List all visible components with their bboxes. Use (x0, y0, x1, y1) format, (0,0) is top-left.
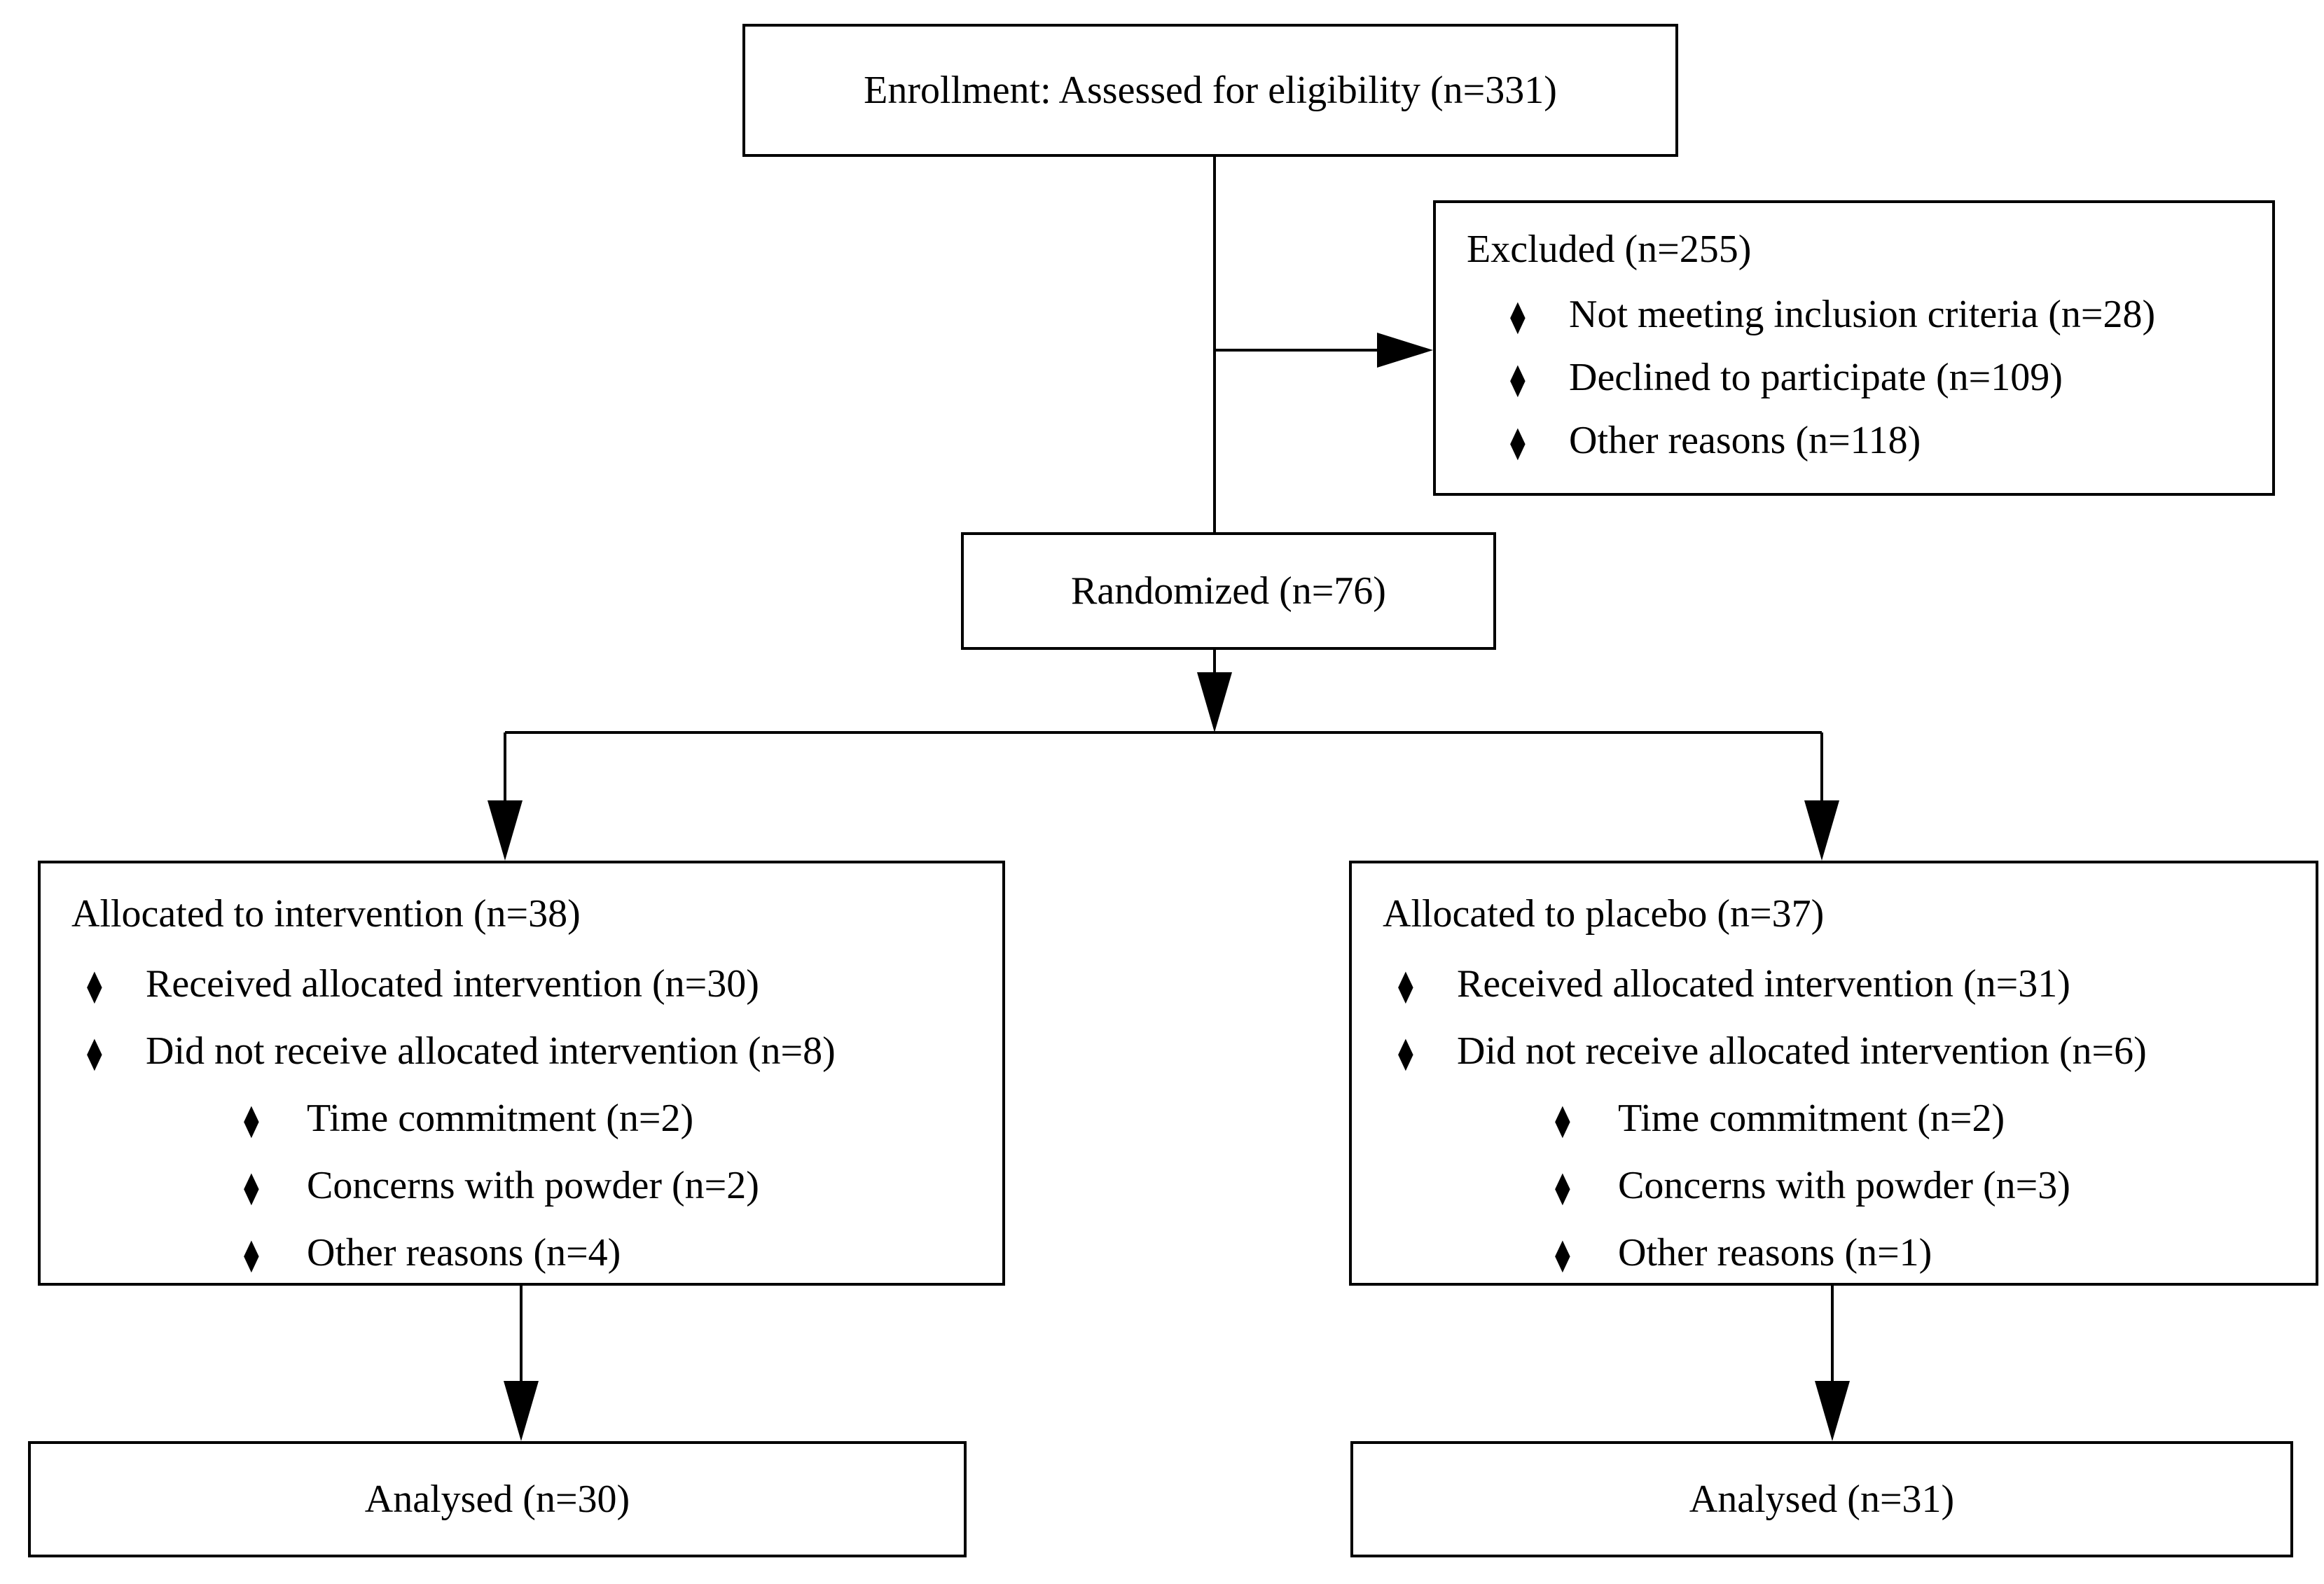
excluded-item: ⧫ Other reasons (n=118) (1467, 410, 2258, 473)
diamond-bullet-icon: ⧫ (1555, 1170, 1570, 1206)
diamond-bullet-icon: ⧫ (1510, 425, 1526, 461)
diamond-bullet-icon: ⧫ (87, 968, 102, 1004)
allocation-subitem-label: Other reasons (n=1) (1618, 1231, 1932, 1274)
allocation-subitem-label: Other reasons (n=4) (307, 1231, 621, 1274)
allocation-item: ⧫ Received allocated intervention (n=30) (41, 952, 991, 1019)
placebo-title: Allocated to placebo (n=37) (1383, 892, 1825, 936)
diamond-bullet-icon: ⧫ (244, 1237, 259, 1273)
excluded-item-label: Other reasons (n=118) (1569, 419, 1921, 462)
allocation-item-label: Received allocated intervention (n=31) (1457, 962, 2070, 1006)
allocation-subitem: ⧫ Concerns with powder (n=3) (1352, 1153, 2304, 1221)
enrollment-box: Enrollment: Assessed for eligibility (n=… (742, 24, 1678, 157)
excluded-box: Excluded (n=255) ⧫ Not meeting inclusion … (1433, 200, 2275, 496)
arrowhead-analysed-placebo-icon (1815, 1381, 1850, 1441)
diamond-bullet-icon: ⧫ (1398, 1036, 1413, 1071)
excluded-item-label: Declined to participate (n=109) (1569, 356, 2063, 399)
allocation-item: ⧫ Did not receive allocated intervention … (1352, 1019, 2304, 1086)
diamond-bullet-icon: ⧫ (1555, 1237, 1570, 1273)
arrowhead-analysed-intervention-icon (504, 1381, 539, 1441)
excluded-list: ⧫ Not meeting inclusion criteria (n=28) ⧫… (1467, 284, 2258, 473)
allocation-subitem-label: Concerns with powder (n=2) (307, 1164, 759, 1207)
arrowhead-branch-icon (1197, 672, 1232, 732)
randomized-label: Randomized (n=76) (1071, 569, 1386, 613)
enrollment-label: Enrollment: Assessed for eligibility (n=… (864, 69, 1557, 112)
randomized-box: Randomized (n=76) (961, 532, 1496, 650)
diamond-bullet-icon: ⧫ (1510, 362, 1526, 398)
allocation-subitem: ⧫ Other reasons (n=1) (1352, 1221, 2304, 1288)
diamond-bullet-icon: ⧫ (1555, 1103, 1570, 1139)
excluded-item-label: Not meeting inclusion criteria (n=28) (1569, 293, 2156, 336)
arrowhead-intervention-icon (487, 800, 523, 861)
allocation-item: ⧫ Received allocated intervention (n=31) (1352, 952, 2304, 1019)
allocation-item: ⧫ Did not receive allocated intervention … (41, 1019, 991, 1086)
analysed-intervention-box: Analysed (n=30) (28, 1441, 967, 1557)
allocation-subitem: ⧫ Concerns with powder (n=2) (41, 1153, 991, 1221)
arrowhead-excluded-icon (1377, 333, 1433, 368)
allocation-subitem: ⧫ Time commitment (n=2) (1352, 1086, 2304, 1153)
excluded-item: ⧫ Declined to participate (n=109) (1467, 347, 2258, 410)
allocation-item-label: Received allocated intervention (n=30) (146, 962, 759, 1006)
arrowhead-placebo-icon (1804, 800, 1839, 861)
allocation-subitem-label: Time commitment (n=2) (307, 1097, 694, 1140)
intervention-list: ⧫Received allocated intervention (n=30) … (41, 952, 991, 1288)
diamond-bullet-icon: ⧫ (87, 1036, 102, 1071)
allocation-item-label: Did not receive allocated intervention (… (146, 1029, 836, 1073)
diamond-bullet-icon: ⧫ (1398, 968, 1413, 1004)
placebo-list: ⧫Received allocated intervention (n=31) … (1352, 952, 2304, 1288)
analysed-placebo-box: Analysed (n=31) (1350, 1441, 2293, 1557)
excluded-title: Excluded (n=255) (1467, 228, 1752, 271)
diamond-bullet-icon: ⧫ (1510, 299, 1526, 335)
allocation-subitem-label: Concerns with powder (n=3) (1618, 1164, 2070, 1207)
allocation-item-label: Did not receive allocated intervention (… (1457, 1029, 2147, 1073)
diamond-bullet-icon: ⧫ (244, 1103, 259, 1139)
intervention-box: Allocated to intervention (n=38) ⧫ Receiv… (38, 861, 1005, 1286)
intervention-title: Allocated to intervention (n=38) (71, 892, 581, 936)
analysed-intervention-label: Analysed (n=30) (364, 1478, 630, 1521)
allocation-subitem: ⧫ Time commitment (n=2) (41, 1086, 991, 1153)
analysed-placebo-label: Analysed (n=31) (1689, 1478, 1955, 1521)
placebo-box: Allocated to placebo (n=37) ⧫ Received al… (1349, 861, 2318, 1286)
allocation-subitem-label: Time commitment (n=2) (1618, 1097, 2005, 1140)
diamond-bullet-icon: ⧫ (244, 1170, 259, 1206)
excluded-item: ⧫ Not meeting inclusion criteria (n=28) (1467, 284, 2258, 347)
allocation-subitem: ⧫ Other reasons (n=4) (41, 1221, 991, 1288)
